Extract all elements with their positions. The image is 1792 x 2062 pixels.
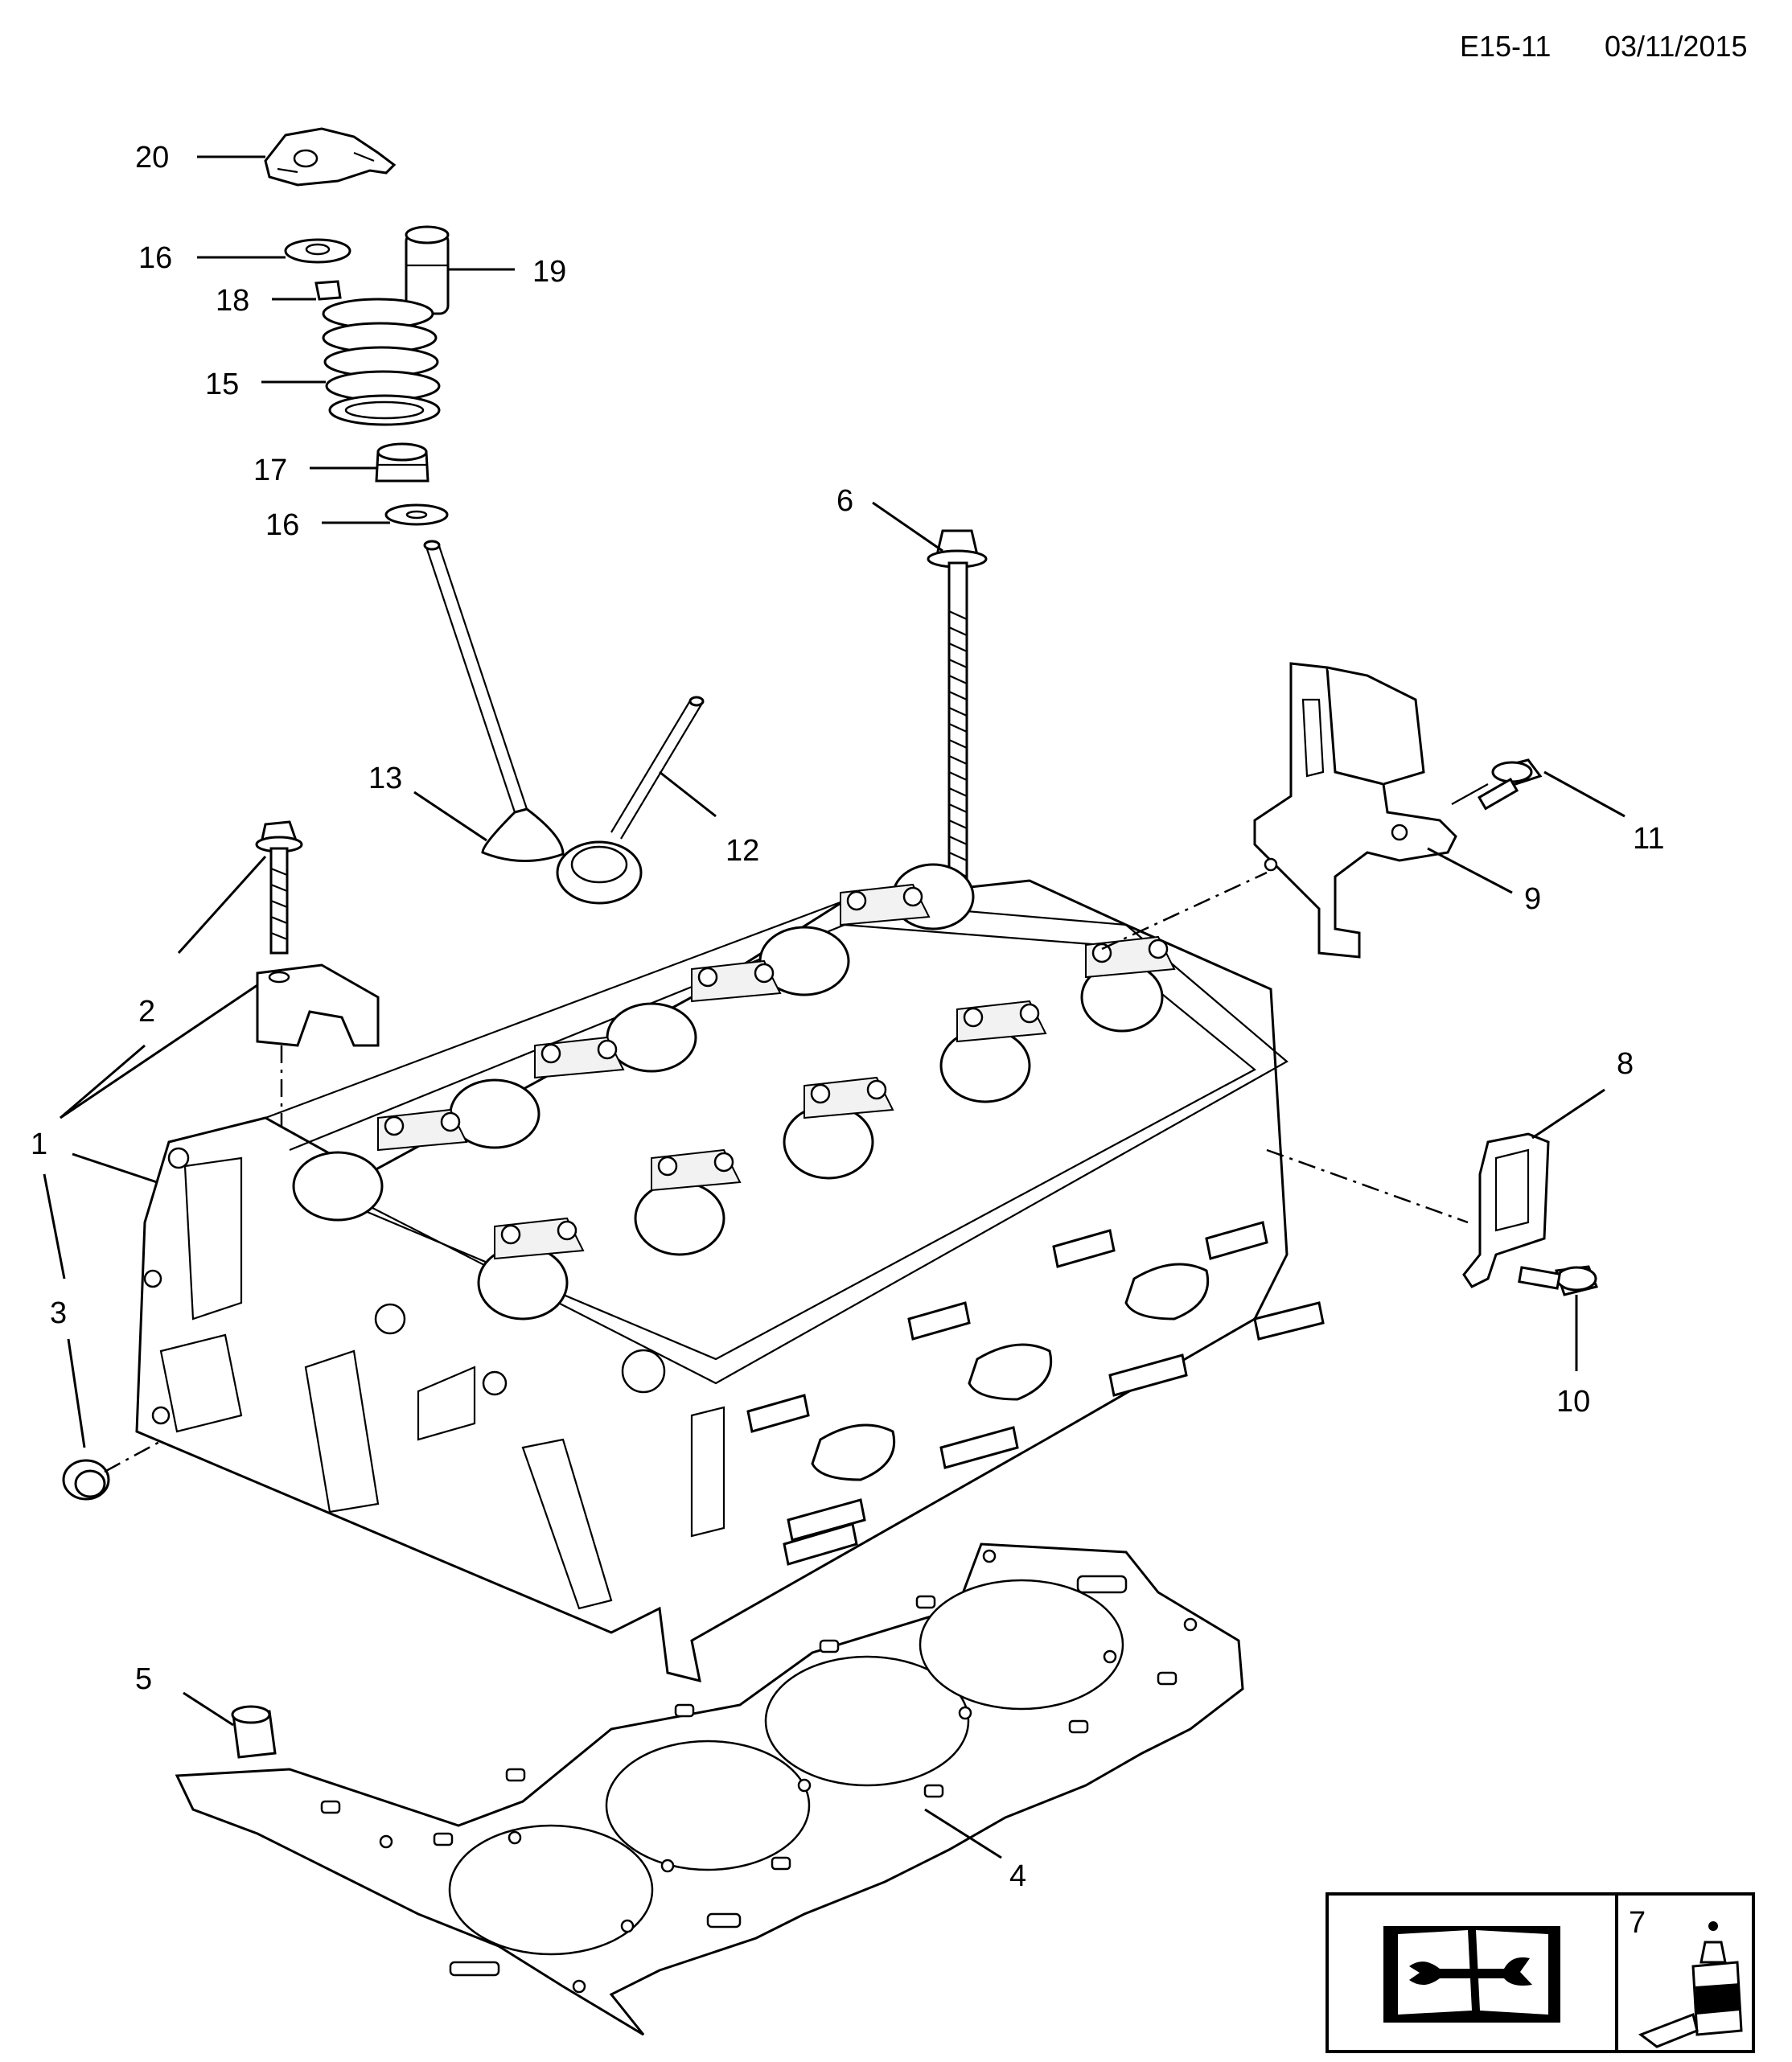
camshaft-bearing-cap [256,963,380,1047]
service-manual-wrench-icon [1383,1926,1560,2023]
callout-2: 2 [138,995,155,1029]
exhaust-ports [811,1263,1210,1481]
dowel-sleeve [231,1705,277,1759]
callout-6: 6 [836,484,853,518]
diagram-date: 03/11/2015 [1605,30,1748,63]
callout-4: 4 [1009,1859,1026,1893]
legend-box: 7 [1326,1892,1755,2053]
callout-17: 18 [216,284,249,318]
callout-8: 8 [1617,1047,1634,1081]
threaded-plug [62,1459,110,1501]
valve-stem-seal [375,442,430,483]
support-bracket [1462,1132,1550,1288]
spring-seat-washer [384,503,449,526]
exhaust-studs [746,1221,1325,1566]
gasket-oil-holes [320,1549,1198,1994]
callout-1: 1 [31,1128,47,1161]
exhaust-valve [423,540,565,863]
callout-19: 19 [532,255,566,289]
cap-bolt-heads [384,886,1169,1245]
callout-20: 20 [135,141,169,175]
rocker-arm [264,127,397,187]
callout-5: 5 [135,1662,152,1696]
bracket-stud [1451,758,1543,811]
intake-valve [556,696,705,905]
callout-10: 10 [1556,1385,1590,1419]
spring-retainer [284,238,351,264]
callout-16-label: 16 [265,508,299,542]
callout-9: 9 [1524,882,1541,916]
callout-13: 13 [368,762,402,795]
diagram-code: E15-11 [1460,30,1551,63]
callout-14: 15 [205,368,239,401]
legend-label-7: 7 [1629,1906,1646,1940]
valve-keeper [314,280,342,301]
cylinder-head [135,863,1325,1683]
cylinder-head-bolt [927,529,988,894]
sealant-bottle-icon [1638,1921,1743,2048]
callout-11: 11 [1633,822,1664,856]
cylinder-head-gasket [175,1542,1244,2036]
callout-12: 12 [725,834,759,868]
valve-spring [322,298,441,426]
hydraulic-lifter [405,225,450,315]
callout-3: 3 [50,1296,67,1330]
camshaft-bores-exhaust [292,863,975,1222]
callout-15: 16 [138,241,172,275]
callout-18-label: 17 [253,454,287,487]
harness-bracket [1253,662,1457,959]
camshaft-bearing-cap-bolt [255,820,303,955]
bracket-bolt [1518,1265,1599,1296]
